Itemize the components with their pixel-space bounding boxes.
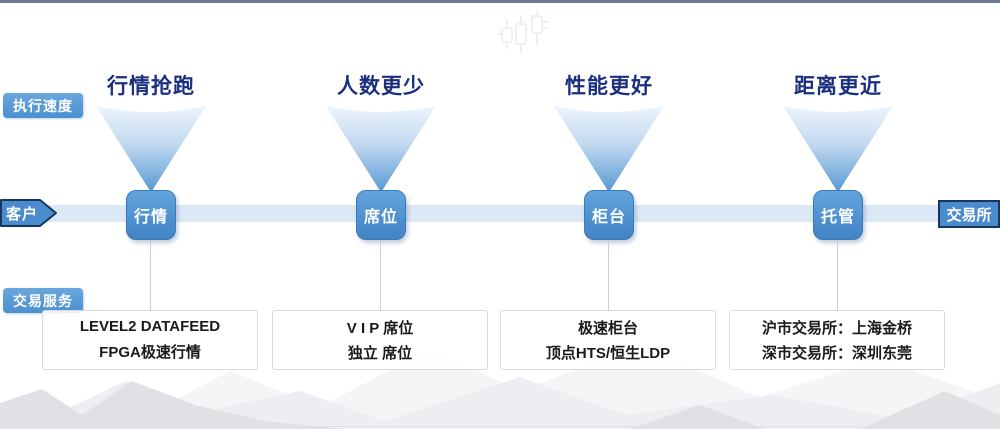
service-detail-line: FPGA极速行情 [99,343,201,361]
connector-line [380,240,381,310]
service-detail-box: V I P 席位 独立 席位 [272,310,488,370]
execution-speed-label: 执行速度 [3,93,83,118]
service-detail-box: 极速柜台 顶点HTS/恒生LDP [500,310,716,370]
connector-line [608,240,609,310]
top-accent-line [0,0,1000,3]
pipeline-column-hosting: 距离更近 托管 沪市交易所：上海金桥 深市交易所：深圳东莞 [729,0,947,429]
customer-label: 客户 [5,205,38,223]
customer-arrow: 客户 [0,199,58,227]
service-detail-line: 极速柜台 [577,320,638,337]
timeline-node: 行情 [126,190,176,240]
timeline-node: 托管 [813,190,863,240]
pipeline-column-seats: 人数更少 席位 V I P 席位 独立 席位 [272,0,490,429]
pipeline-column-quotes: 行情抢跑 行情 LEVEL2 DATAFEED FPGA极速行情 [42,0,260,429]
column-benefit-title: 人数更少 [337,75,425,98]
funnel-icon [783,106,893,190]
column-benefit-title: 距离更近 [794,75,882,98]
connector-line [837,240,838,310]
service-detail-box: LEVEL2 DATAFEED FPGA极速行情 [42,310,258,370]
service-detail-line: 沪市交易所：上海金桥 [761,320,912,337]
funnel-icon [554,106,664,190]
connector-line [150,240,151,310]
exchange-box: 交易所 [938,200,1000,228]
service-detail-box: 沪市交易所：上海金桥 深市交易所：深圳东莞 [729,310,945,370]
service-detail-line: 顶点HTS/恒生LDP [545,345,671,362]
arrow-shape [0,199,57,227]
timeline-node: 柜台 [584,190,634,240]
funnel-icon [96,106,206,190]
timeline-node: 席位 [356,190,406,240]
service-detail-line: LEVEL2 DATAFEED [79,318,221,336]
funnel-icon [326,106,436,190]
service-detail-line: 深市交易所：深圳东莞 [761,345,912,362]
pipeline-column-counter: 性能更好 柜台 极速柜台 顶点HTS/恒生LDP [500,0,718,429]
service-detail-line: V I P 席位 [346,320,414,337]
trading-service-label: 交易服务 [3,288,83,313]
service-detail-line: 独立 席位 [347,345,413,362]
column-benefit-title: 行情抢跑 [107,75,195,98]
slide-bottom-edge [0,426,1000,427]
timeline-band [0,205,1000,222]
column-benefit-title: 性能更好 [565,75,653,98]
candlestick-chart-logo-icon [498,12,548,53]
